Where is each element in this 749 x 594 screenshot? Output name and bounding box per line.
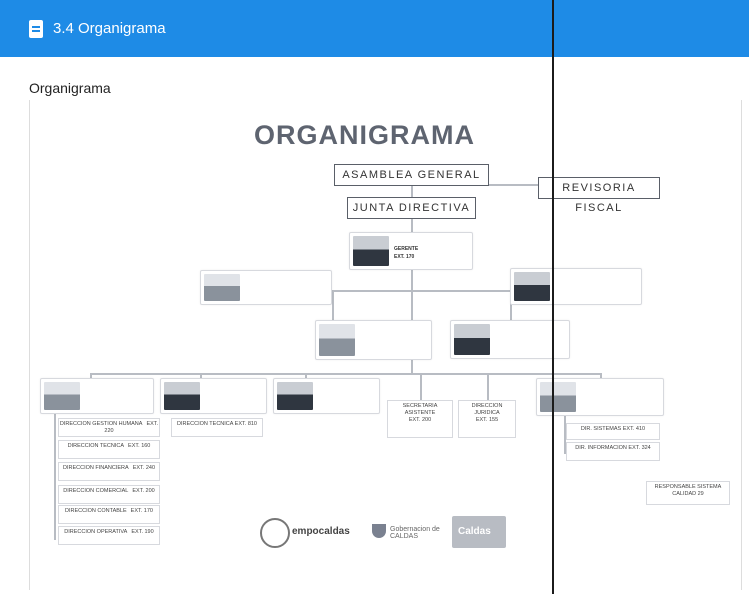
- asesor-left-card: [200, 270, 332, 305]
- tecnica-name: DIRECCION TECNICA: [177, 421, 234, 427]
- responsable-calidad-box: RESPONSABLE SISTEMA CALIDAD 29: [646, 481, 730, 505]
- sub-unit-ext: EXT. 324: [628, 445, 651, 451]
- asesor-right-card: [510, 268, 642, 305]
- sub-unit-right-2: DIR. INFORMACION EXT. 324: [566, 442, 660, 461]
- sub-unit-name: DIR. SISTEMAS: [580, 426, 622, 432]
- org-chart-title: ORGANIGRAMA: [254, 120, 475, 150]
- person-photo: [514, 272, 550, 301]
- section-title: 3.4 Organigrama: [53, 20, 166, 37]
- person-photo: [277, 382, 313, 410]
- director-card-4: [536, 378, 664, 416]
- person-photo: [204, 274, 240, 301]
- sub-unit-ext: EXT. 200: [132, 488, 155, 494]
- connector-line: [564, 414, 566, 454]
- gerente-role: GERENTE: [394, 246, 419, 252]
- secretaria-label: SECRETARIA: [402, 403, 438, 409]
- empocaldas-logo: empocaldas: [260, 516, 358, 548]
- secretaria-box: SECRETARIA ASISTENTE EXT. 200: [387, 400, 453, 438]
- secretaria-sub: ASISTENTE: [404, 410, 436, 416]
- asistente-label: DIRECCION: [471, 403, 503, 409]
- person-photo: [319, 324, 355, 356]
- scan-divider-line: [552, 0, 554, 594]
- subgerente-left-card: [315, 320, 432, 360]
- secretaria-ext: EXT. 200: [408, 417, 432, 423]
- sub-unit-ext: EXT. 190: [131, 529, 154, 535]
- tecnica-ext: EXT. 810: [234, 421, 257, 427]
- logo-text: Gobernacion de CALDAS: [390, 526, 440, 540]
- junta-directiva-box: JUNTA DIRECTIVA: [347, 197, 476, 219]
- sub-unit-right-1: DIR. SISTEMAS EXT. 410: [566, 423, 660, 440]
- asamblea-general-box: ASAMBLEA GENERAL: [334, 164, 489, 186]
- connector-line: [510, 290, 512, 320]
- director-card-1: [40, 378, 154, 414]
- section-header: 3.4 Organigrama: [0, 0, 749, 57]
- logo-text: empocaldas: [292, 526, 350, 537]
- sub-unit-name: DIR. INFORMACION: [575, 445, 627, 451]
- sub-unit-name: DIRECCION FINANCIERA: [62, 465, 129, 471]
- person-photo: [164, 382, 200, 410]
- sub-unit-name: DIRECCION TECNICA: [67, 443, 125, 449]
- connector-line: [411, 218, 413, 233]
- sub-unit-ext: EXT. 170: [130, 508, 153, 514]
- org-chart-page: [29, 100, 742, 590]
- caldas-logo: Gobernacion de CALDAS: [372, 516, 444, 548]
- director-card-3: [273, 378, 380, 414]
- person-photo: [454, 324, 490, 355]
- connector-line: [411, 186, 413, 198]
- connector-line: [54, 412, 56, 540]
- sub-unit-name: DIRECCION COMERCIAL: [63, 488, 129, 494]
- sub-unit-ext: EXT. 410: [622, 426, 646, 432]
- caldas-badge-logo: Caldas: [452, 516, 506, 548]
- sub-unit-name: DIRECCION GESTION HUMANA: [59, 421, 143, 427]
- logo-text: Caldas: [458, 526, 491, 537]
- connector-line: [600, 373, 602, 381]
- connector-line: [332, 290, 512, 292]
- gerente-ext: EXT. 170: [394, 254, 415, 260]
- subgerente-right-card: [450, 320, 570, 359]
- sub-unit-ext: EXT. 160: [128, 443, 151, 449]
- sub-unit-ext: EXT. 240: [132, 465, 156, 471]
- content-label: Organigrama: [29, 80, 111, 96]
- sub-unit-ext: EXT. 220: [104, 421, 159, 434]
- sub-unit-name: DIRECCION OPERATIVA: [64, 529, 128, 535]
- connector-line: [90, 373, 600, 375]
- direccion-tecnica-box: DIRECCION TECNICA EXT. 810: [171, 418, 263, 437]
- revisoria-fiscal-box: REVISORIA FISCAL: [538, 177, 660, 214]
- person-photo: [353, 236, 389, 266]
- connector-line: [420, 373, 422, 400]
- connector-line: [487, 373, 489, 400]
- sub-unit-name: DIRECCION CONTABLE: [65, 508, 127, 514]
- logo-mark-icon: [260, 518, 290, 548]
- person-photo: [540, 382, 576, 412]
- aux-label: RESPONSABLE SISTEMA: [654, 484, 722, 490]
- connector-line: [488, 184, 538, 186]
- person-photo: [44, 382, 80, 410]
- aux-sub: CALIDAD 29: [672, 491, 704, 497]
- asistente-sub: JURIDICA: [474, 410, 500, 416]
- asistente-box: DIRECCION JURIDICA EXT. 155: [458, 400, 516, 438]
- shield-icon: [372, 524, 386, 538]
- connector-line: [332, 290, 334, 320]
- director-card-2: [160, 378, 267, 414]
- gerente-card: GERENTE EXT. 170: [349, 232, 473, 270]
- document-icon: [29, 19, 43, 38]
- asistente-ext: EXT. 155: [475, 417, 499, 423]
